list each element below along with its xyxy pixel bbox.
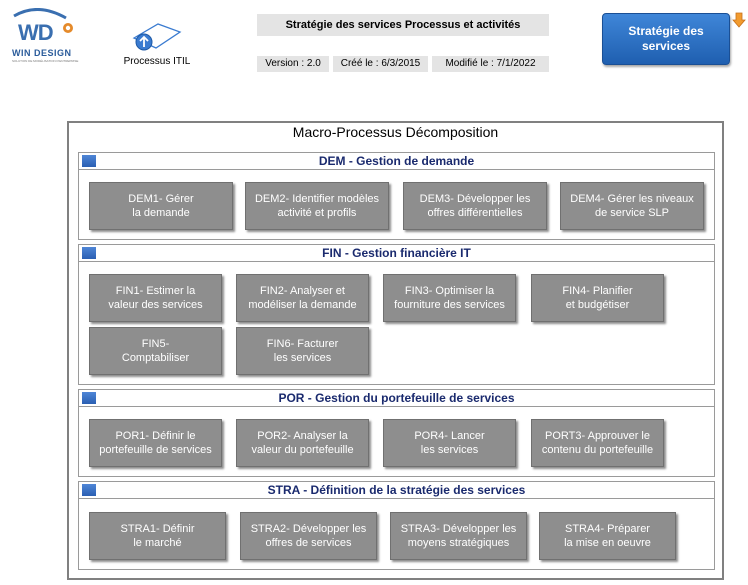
strategie-services-label: Stratégie des services — [628, 24, 704, 53]
process-box-fin5[interactable]: FIN5- Comptabiliser — [89, 327, 222, 375]
process-box-stra4[interactable]: STRA4- Préparer la mise en oeuvre — [539, 512, 676, 560]
strategie-services-button[interactable]: Stratégie des services — [602, 13, 730, 65]
process-box-fin6[interactable]: FIN6- Facturer les services — [236, 327, 369, 375]
process-box-stra1[interactable]: STRA1- Définir le marché — [89, 512, 226, 560]
modified-date: Modifié le : 7/1/2022 — [432, 56, 549, 72]
process-box-fin3[interactable]: FIN3- Optimiser la fourniture des servic… — [383, 274, 516, 322]
section-fin-title: FIN - Gestion financière IT — [322, 246, 471, 260]
process-box-fin1[interactable]: FIN1- Estimer la valeur des services — [89, 274, 222, 322]
process-box-dem3[interactable]: DEM3- Développer les offres différentiel… — [403, 182, 547, 230]
process-box-fin4[interactable]: FIN4- Planifier et budgétiser — [531, 274, 664, 322]
process-box-fin2[interactable]: FIN2- Analyser et modéliser la demande — [236, 274, 369, 322]
page-title: Stratégie des services Processus et acti… — [257, 14, 549, 36]
section-stra-header[interactable]: STRA - Définition de la stratégie des se… — [78, 481, 715, 499]
windesign-logo: WD WIN DESIGN SOLUTION DE MODÉLISATION D… — [8, 8, 79, 64]
logo-swoosh-icon — [13, 8, 73, 33]
section-por-title: POR - Gestion du portefeuille de service… — [278, 391, 515, 405]
circle-arrow-up-icon — [132, 23, 182, 51]
section-square-icon — [82, 247, 96, 259]
diagram-title: Macro-Processus Décomposition — [292, 124, 499, 140]
logo-tagline: SOLUTION DE MODÉLISATION D'ENTREPRISE — [12, 59, 79, 63]
diagram-frame — [67, 121, 724, 580]
section-stra-title: STRA - Définition de la stratégie des se… — [267, 483, 526, 497]
process-box-por4[interactable]: POR4- Lancer les services — [383, 419, 516, 467]
section-dem-title: DEM - Gestion de demande — [318, 154, 475, 168]
section-square-icon — [82, 484, 96, 496]
itil-link[interactable]: Processus ITIL — [112, 20, 202, 70]
process-box-dem2[interactable]: DEM2- Identifier modèles activité et pro… — [245, 182, 389, 230]
section-fin-header[interactable]: FIN - Gestion financière IT — [78, 244, 715, 262]
logo-name: WIN DESIGN — [12, 48, 72, 58]
version-label: Version : 2.0 — [257, 56, 329, 72]
section-square-icon — [82, 392, 96, 404]
section-dem-header[interactable]: DEM - Gestion de demande — [78, 152, 715, 170]
logo-mark: WD — [18, 20, 54, 45]
process-box-por2[interactable]: POR2- Analyser la valeur du portefeuille — [236, 419, 369, 467]
section-por-header[interactable]: POR - Gestion du portefeuille de service… — [78, 389, 715, 407]
process-box-por1[interactable]: POR1- Définir le portefeuille de service… — [89, 419, 222, 467]
section-square-icon — [82, 155, 96, 167]
process-box-stra3[interactable]: STRA3- Développer les moyens stratégique… — [390, 512, 527, 560]
created-date: Créé le : 6/3/2015 — [333, 56, 428, 72]
itil-label: Processus ITIL — [123, 56, 191, 67]
process-box-dem1[interactable]: DEM1- Gérer la demande — [89, 182, 233, 230]
process-box-stra2[interactable]: STRA2- Développer les offres de services — [240, 512, 377, 560]
orange-down-arrow-icon[interactable] — [732, 12, 746, 28]
process-box-port3[interactable]: PORT3- Approuver le contenu du portefeui… — [531, 419, 664, 467]
process-box-dem4[interactable]: DEM4- Gérer les niveaux de service SLP — [560, 182, 704, 230]
